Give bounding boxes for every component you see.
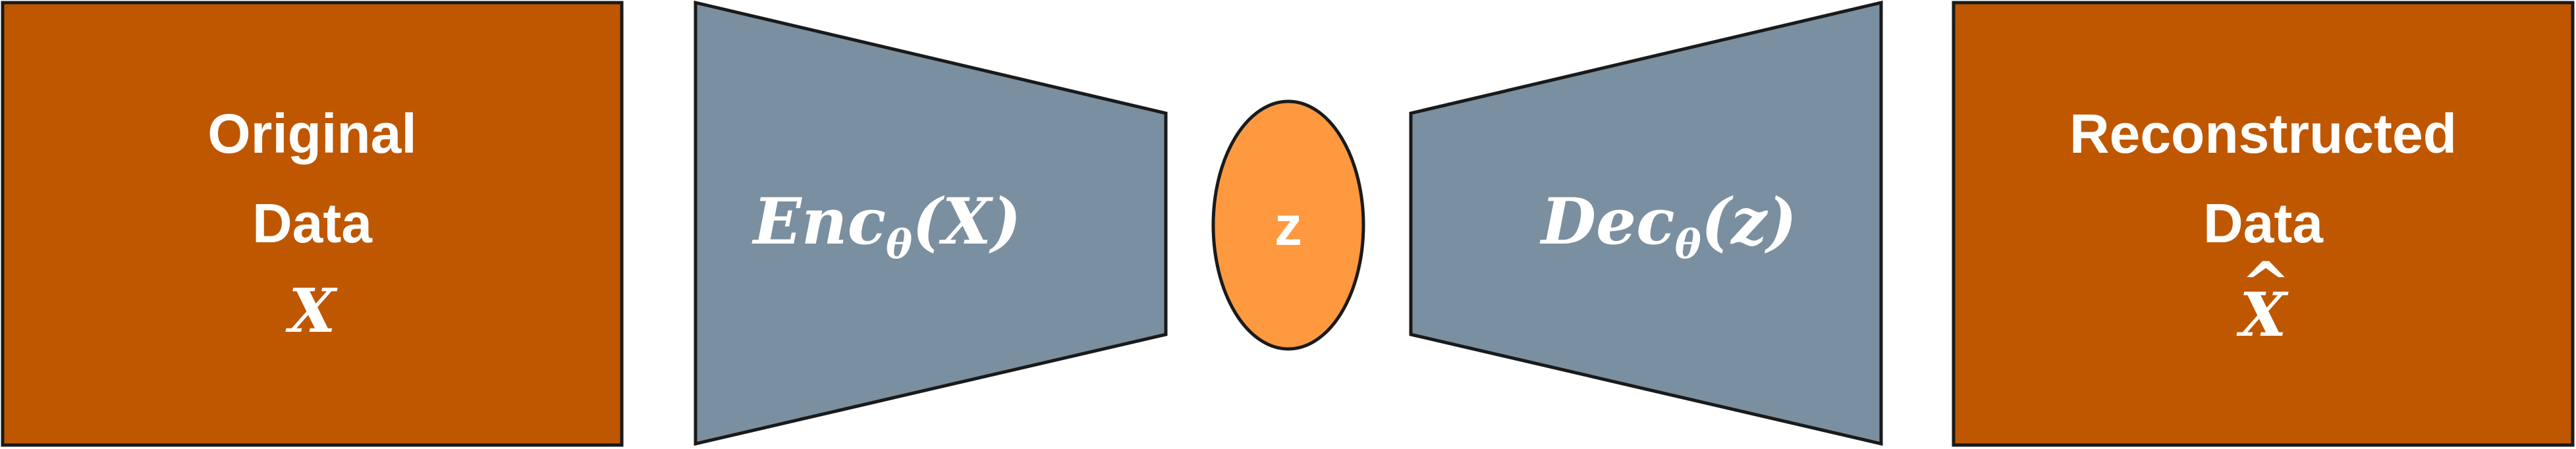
encoder-argument: (X) bbox=[912, 184, 1021, 259]
output-symbol: X bbox=[2236, 279, 2289, 350]
decoder-block: Decθ(z) bbox=[1409, 0, 1883, 446]
decoder-argument: (z) bbox=[1701, 184, 1797, 259]
latent-block: z bbox=[1211, 99, 1365, 351]
decoder-label: Decθ(z) bbox=[1539, 184, 1797, 268]
output-line2: Data bbox=[2203, 192, 2324, 254]
decoder-shape bbox=[1409, 0, 1883, 446]
encoder-block: Encθ(X) bbox=[694, 0, 1168, 446]
output-line1: Reconstructed bbox=[2069, 103, 2457, 165]
input-data-block: Original Data X bbox=[1, 1, 624, 447]
encoder-name: Enc bbox=[752, 184, 886, 259]
decoder-subscript: θ bbox=[1675, 222, 1701, 268]
input-line1: Original bbox=[207, 103, 416, 165]
output-hat: ^ bbox=[2241, 249, 2290, 319]
output-data-block: Reconstructed Data ^ X bbox=[1952, 1, 2575, 447]
decoder-name: Dec bbox=[1539, 184, 1675, 259]
input-symbol: X bbox=[285, 275, 338, 346]
encoder-shape bbox=[694, 0, 1168, 446]
input-data-box bbox=[1, 1, 624, 447]
input-line2: Data bbox=[252, 192, 373, 254]
output-data-box bbox=[1952, 1, 2575, 447]
latent-ellipse bbox=[1211, 99, 1365, 351]
encoder-subscript: θ bbox=[886, 222, 912, 268]
encoder-label: Encθ(X) bbox=[752, 184, 1022, 268]
latent-label: z bbox=[1274, 195, 1302, 257]
